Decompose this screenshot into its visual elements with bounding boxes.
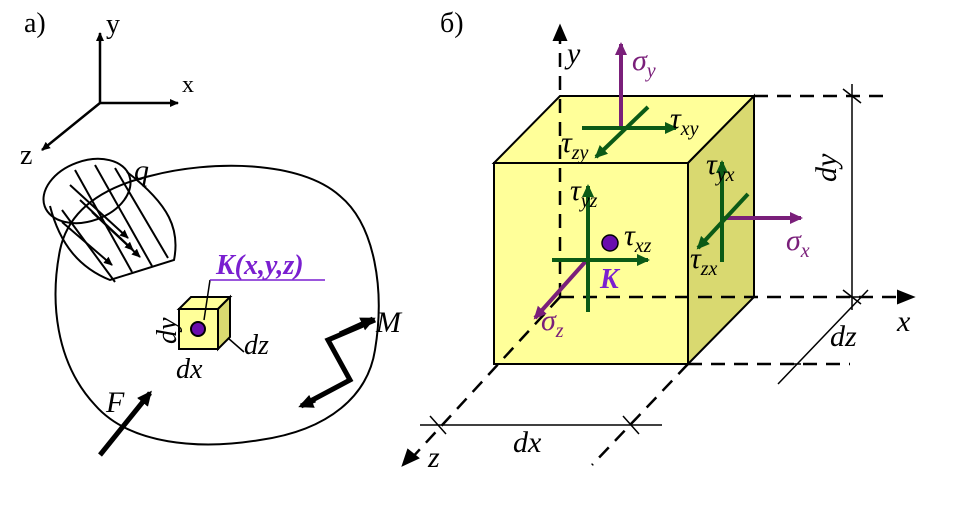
axis-z-label-b: z <box>427 441 440 474</box>
tau-yx-label: τyx <box>706 148 735 186</box>
tau-zx-arrow <box>696 192 750 250</box>
axes-a <box>41 32 179 151</box>
tau-xy-label: τxy <box>670 102 699 140</box>
dim-dx-b: dx <box>513 426 542 459</box>
moment-m-arrow-bottom <box>298 394 316 409</box>
axis-x-label: x <box>182 72 194 98</box>
tau-zy-arrow <box>594 105 650 159</box>
panel-b: б) y x z <box>401 8 916 474</box>
force-f-label: F <box>105 386 125 419</box>
axis-z-b <box>409 296 561 461</box>
sigma-x-label: σx <box>786 224 810 262</box>
load-q-label: q <box>134 154 149 187</box>
axis-y-label-b: y <box>564 37 581 70</box>
moment-m-arrow-top <box>338 316 376 337</box>
dim-dy-b: dy <box>810 153 843 182</box>
sigma-y-label: σy <box>632 44 656 82</box>
point-k-dot-b <box>601 234 619 252</box>
dim-dy-a: dy <box>152 317 183 344</box>
distributed-load <box>42 157 177 283</box>
tau-arrows <box>552 105 750 312</box>
moment-m-label: M <box>375 306 403 339</box>
sigma-z-label: σz <box>541 304 564 342</box>
tau-xz-label: τxz <box>624 219 652 257</box>
point-k-label-b: K <box>599 264 621 295</box>
dim-dx-a: dx <box>176 354 203 385</box>
ext-z <box>591 363 689 466</box>
dimension-lines <box>420 84 869 435</box>
panel-a: а) y x z q <box>20 8 403 457</box>
moment-m-zigzag <box>301 317 376 408</box>
panel-b-label: б) <box>440 8 464 39</box>
point-k-label: K(x,y,z) <box>215 250 304 281</box>
force-f-arrow <box>98 390 152 457</box>
body-outline <box>54 164 380 446</box>
sigma-arrows <box>533 42 803 320</box>
dim-dz-a: dz <box>244 330 269 361</box>
axis-z-line <box>41 102 101 151</box>
tau-yz-label: τyz <box>570 174 598 212</box>
point-k-dot <box>190 321 206 337</box>
axis-arrowheads-b <box>401 23 916 467</box>
tau-zy-label: τzy <box>561 126 589 164</box>
tau-zx-label: τzx <box>690 242 718 280</box>
small-element <box>176 279 325 353</box>
axis-x-label-b: x <box>896 305 911 338</box>
axis-z-label: z <box>20 140 32 171</box>
sigma-z-arrow <box>533 259 588 320</box>
dim-dz-b: dz <box>830 320 857 353</box>
panel-a-label: а) <box>24 8 46 39</box>
axis-y-label: y <box>106 9 120 40</box>
